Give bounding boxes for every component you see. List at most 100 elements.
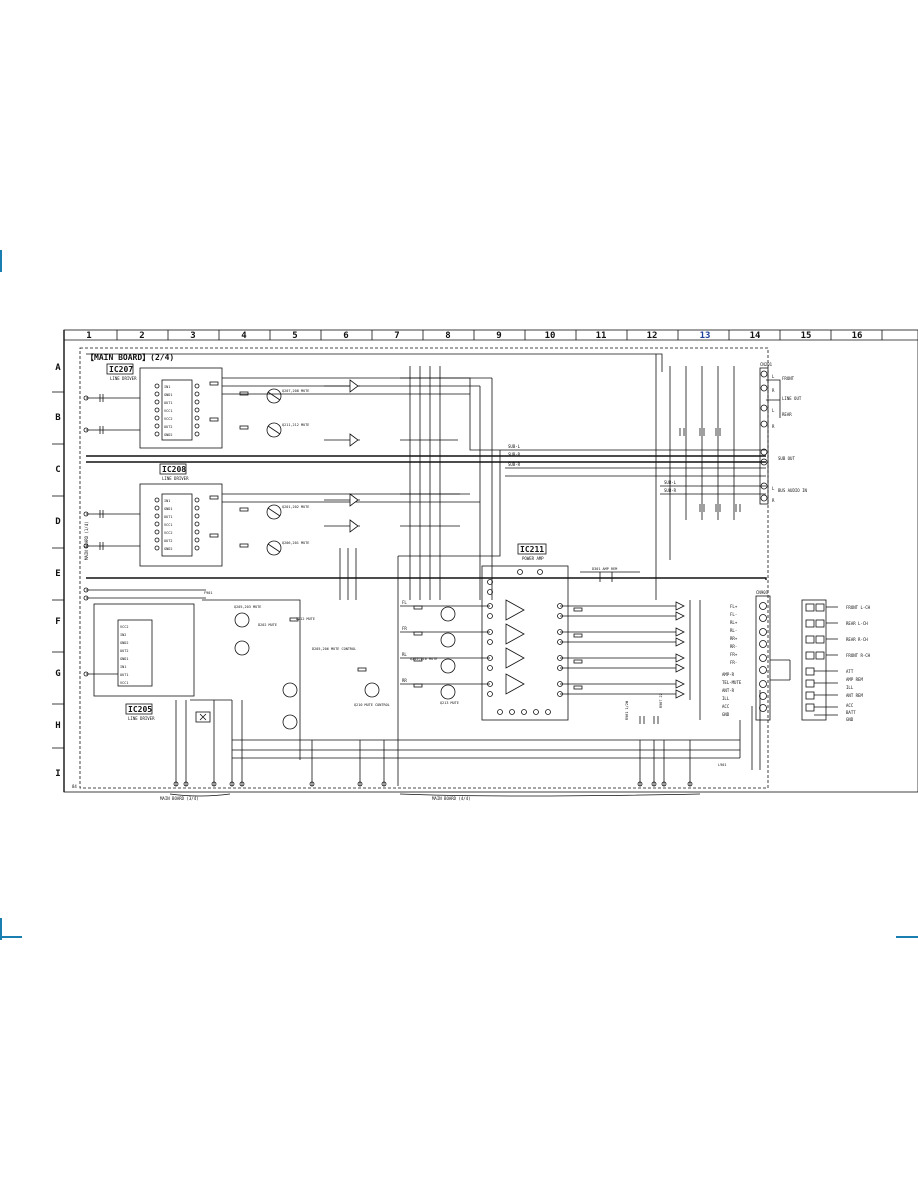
harness-label: ILL bbox=[846, 685, 854, 690]
misc-labels: D301 AMP REM D202 MUTE D212 MUTE F901 L9… bbox=[204, 567, 726, 767]
ic208-pin: VCC1 bbox=[164, 523, 172, 527]
bottom-label: MAIN BOARD (3/4) bbox=[160, 796, 199, 801]
cn901-name: CN901 bbox=[756, 590, 769, 595]
harness-label: ATT bbox=[846, 669, 854, 674]
cn201-pin: L bbox=[772, 408, 775, 413]
harness-label: REAR L-CH bbox=[846, 621, 868, 626]
amp-input-label: RR bbox=[402, 678, 407, 683]
misc-label: L901 bbox=[718, 763, 726, 767]
mute-label: Q201,202 MUTE bbox=[282, 505, 309, 509]
ic207-pin: IN1 bbox=[164, 385, 170, 389]
bus-label: SUB-L bbox=[664, 480, 677, 485]
misc-label: F901 bbox=[204, 591, 212, 595]
ic207-function: LINE DRIVER bbox=[110, 376, 137, 381]
page-marker: 84 bbox=[72, 784, 77, 789]
bottom-label: MAIN BOARD (4/4) bbox=[432, 796, 471, 801]
ic208-pin: OUT2 bbox=[164, 539, 172, 543]
ic207-pin: VCC1 bbox=[164, 409, 172, 413]
ic205-pin: OUT1 bbox=[120, 673, 128, 677]
misc-label: D202 MUTE bbox=[258, 623, 277, 627]
cn901-pin: RL+ bbox=[730, 620, 738, 625]
ic205-pin: OUT2 bbox=[120, 649, 128, 653]
ic208-pin: GND1 bbox=[164, 507, 172, 511]
ic211-function: POWER AMP bbox=[522, 556, 544, 561]
harness-connector: FRONT L-CH REAR L-CH REAR R-CH FRONT R-C… bbox=[801, 599, 871, 722]
col-label: 14 bbox=[750, 331, 761, 341]
row-label: E bbox=[55, 569, 60, 579]
amp-input-label: RL bbox=[402, 652, 407, 657]
col-label: 8 bbox=[445, 331, 450, 341]
bus-label: SUB-L bbox=[508, 444, 521, 449]
col-label: 10 bbox=[545, 331, 556, 341]
cn901-pin: GND bbox=[722, 712, 730, 717]
col-label: 5 bbox=[292, 331, 297, 341]
mute-label: Q215,216 MUTE bbox=[410, 657, 437, 661]
bus-label: SUB-R bbox=[508, 452, 521, 457]
passive-marks bbox=[209, 381, 741, 724]
cn901-pin: FL- bbox=[730, 612, 737, 617]
ic208-function: LINE DRIVER bbox=[162, 476, 189, 481]
cn201-group: REAR bbox=[782, 412, 792, 417]
cn901-pin: FR- bbox=[730, 660, 737, 665]
registration-tick-left-h bbox=[0, 936, 22, 938]
row-label: F bbox=[55, 617, 60, 627]
harness-label: GND bbox=[846, 717, 854, 722]
ic208-pin: GND2 bbox=[164, 547, 172, 551]
ic208-block: IC208 LINE DRIVER IN1 GND1 OUT1 VCC1 VCC… bbox=[83, 463, 223, 567]
cn201-pin: L bbox=[772, 486, 775, 491]
ic205-pin: GND2 bbox=[120, 641, 128, 645]
mute-label: Q206,201 MUTE bbox=[282, 541, 309, 545]
col-label: 4 bbox=[241, 331, 247, 341]
row-labels: A B C D E F G H I bbox=[55, 363, 61, 779]
col-label: 7 bbox=[394, 331, 399, 341]
misc-label: R907 22 bbox=[659, 693, 663, 708]
harness-label: REAR R-CH bbox=[846, 637, 868, 642]
ic211-name: IC211 bbox=[520, 545, 544, 554]
amp-input-label: FL bbox=[402, 600, 407, 605]
bus-wires bbox=[86, 353, 767, 786]
grid-frame bbox=[52, 329, 918, 793]
cn901-pin: TEL-MUTE bbox=[722, 680, 742, 685]
ic207-pin: GND1 bbox=[164, 393, 172, 397]
ic205-pin: VCC2 bbox=[120, 625, 128, 629]
cn201-pin: R bbox=[772, 388, 775, 393]
bottom-bracket bbox=[169, 793, 701, 797]
cn901-pin: ILL bbox=[722, 696, 730, 701]
row-label: B bbox=[55, 413, 61, 423]
mute-control-label: D205,206 MUTE CONTROL bbox=[312, 647, 356, 651]
row-label: G bbox=[55, 669, 60, 679]
amp-input-label: FR bbox=[402, 626, 407, 631]
cn201-group: BUS AUDIO IN bbox=[778, 488, 807, 493]
harness-label: ACC bbox=[846, 703, 854, 708]
cn901-pin: FL+ bbox=[730, 604, 738, 609]
mute-label: Q205,203 MUTE bbox=[234, 605, 261, 609]
ic208-pin: IN1 bbox=[164, 499, 170, 503]
mute-transistors: Q207,208 MUTE Q211,212 MUTE Q201,202 MUT… bbox=[195, 388, 459, 730]
column-labels: 1 2 3 4 5 6 7 8 9 10 11 12 13 14 15 16 bbox=[86, 331, 862, 341]
bus-label: SUB-R bbox=[664, 488, 677, 493]
misc-label: D301 AMP REM bbox=[592, 567, 617, 571]
row-label: I bbox=[55, 769, 60, 779]
ic205-pin: VCC1 bbox=[120, 681, 128, 685]
col-label: 1 bbox=[86, 331, 91, 341]
bus-label: SUB-R bbox=[508, 462, 521, 467]
col-label: 6 bbox=[343, 331, 348, 341]
ic208-pin: OUT1 bbox=[164, 515, 172, 519]
cn201-pin: L bbox=[772, 374, 775, 379]
col-label: 2 bbox=[139, 331, 144, 341]
ic208-name: IC208 bbox=[162, 465, 186, 474]
col-label: 3 bbox=[190, 331, 195, 341]
misc-label: R901 1/2W bbox=[625, 700, 629, 720]
mute-label: Q207,208 MUTE bbox=[282, 389, 309, 393]
cn201-pin: R bbox=[772, 498, 775, 503]
registration-tick-left-top bbox=[0, 250, 2, 272]
cn901-pin: RR- bbox=[730, 644, 737, 649]
bottom-connectors bbox=[173, 781, 693, 787]
cn201-group: SUB OUT bbox=[778, 456, 795, 461]
col-label: 12 bbox=[647, 331, 658, 341]
ic205-block: IC205 LINE DRIVER VCC2 IN2 GND2 OUT2 GND… bbox=[83, 587, 206, 721]
cn901-pin: ACC bbox=[722, 704, 730, 709]
registration-tick-right-h bbox=[896, 936, 918, 938]
harness-label: ANT REM bbox=[846, 693, 863, 698]
